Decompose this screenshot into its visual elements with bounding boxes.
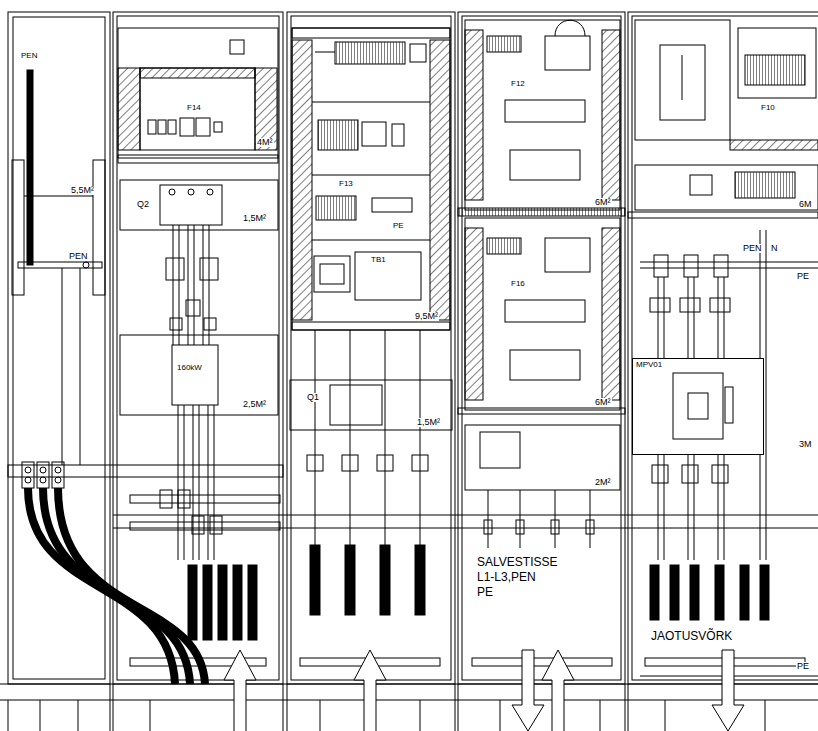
pen-cabinet [8,70,283,684]
drawing-label: TB1 [370,256,387,264]
drawing-label: 2,5M² [242,400,267,409]
drawing-label: 5,5M² [70,186,95,195]
drawing-label: 6M² [594,398,612,407]
drawing-label: 2M² [594,478,612,487]
drawing-label: PEN [742,244,763,253]
drawing-label: F16 [510,280,526,288]
drawing-label: 6M [798,200,813,209]
drawing-label: SALVESTISSE [476,556,558,568]
switch-panel-box: MPV01 [632,358,764,455]
drawing-label: F13 [338,180,354,188]
incoming-cabinet [118,28,280,731]
drawing-label: PE [476,586,494,598]
drawing-label: Q1 [306,393,320,402]
drawing-label: PE [796,662,810,671]
breaker-symbol [633,359,763,454]
drawing-label: 1,5M² [416,418,441,427]
cabinet-frames [8,12,818,684]
drawing-label: F10 [760,104,776,112]
drawing-label: PE [392,222,405,230]
drawing-label: F14 [186,104,202,112]
drawing-label: L1-L3,PEN [476,571,537,583]
drawing-label: 1,5M² [242,214,267,223]
drawing-label: PEN [68,252,89,261]
drawing-label: N [770,244,779,253]
drawing-label: PE [796,272,810,281]
box-label: MPV01 [633,359,763,371]
outgoing-cabinet [458,20,625,731]
drawing-label: 6M² [594,198,612,207]
drawing-label: 3M [798,440,813,449]
drawing-label: 160kW [176,364,203,372]
drawing-label: PEN [20,52,38,60]
drawing-label: F12 [510,80,526,88]
drawing-label: Q2 [136,200,150,209]
plinth [0,684,818,731]
distribution-cabinet [628,20,818,731]
control-cabinet [290,28,452,731]
drawing-label: 9,5M² [414,312,439,321]
drawing-label: 4M² [256,138,274,147]
drawing-label: JAOTUSVÕRK [650,630,733,642]
